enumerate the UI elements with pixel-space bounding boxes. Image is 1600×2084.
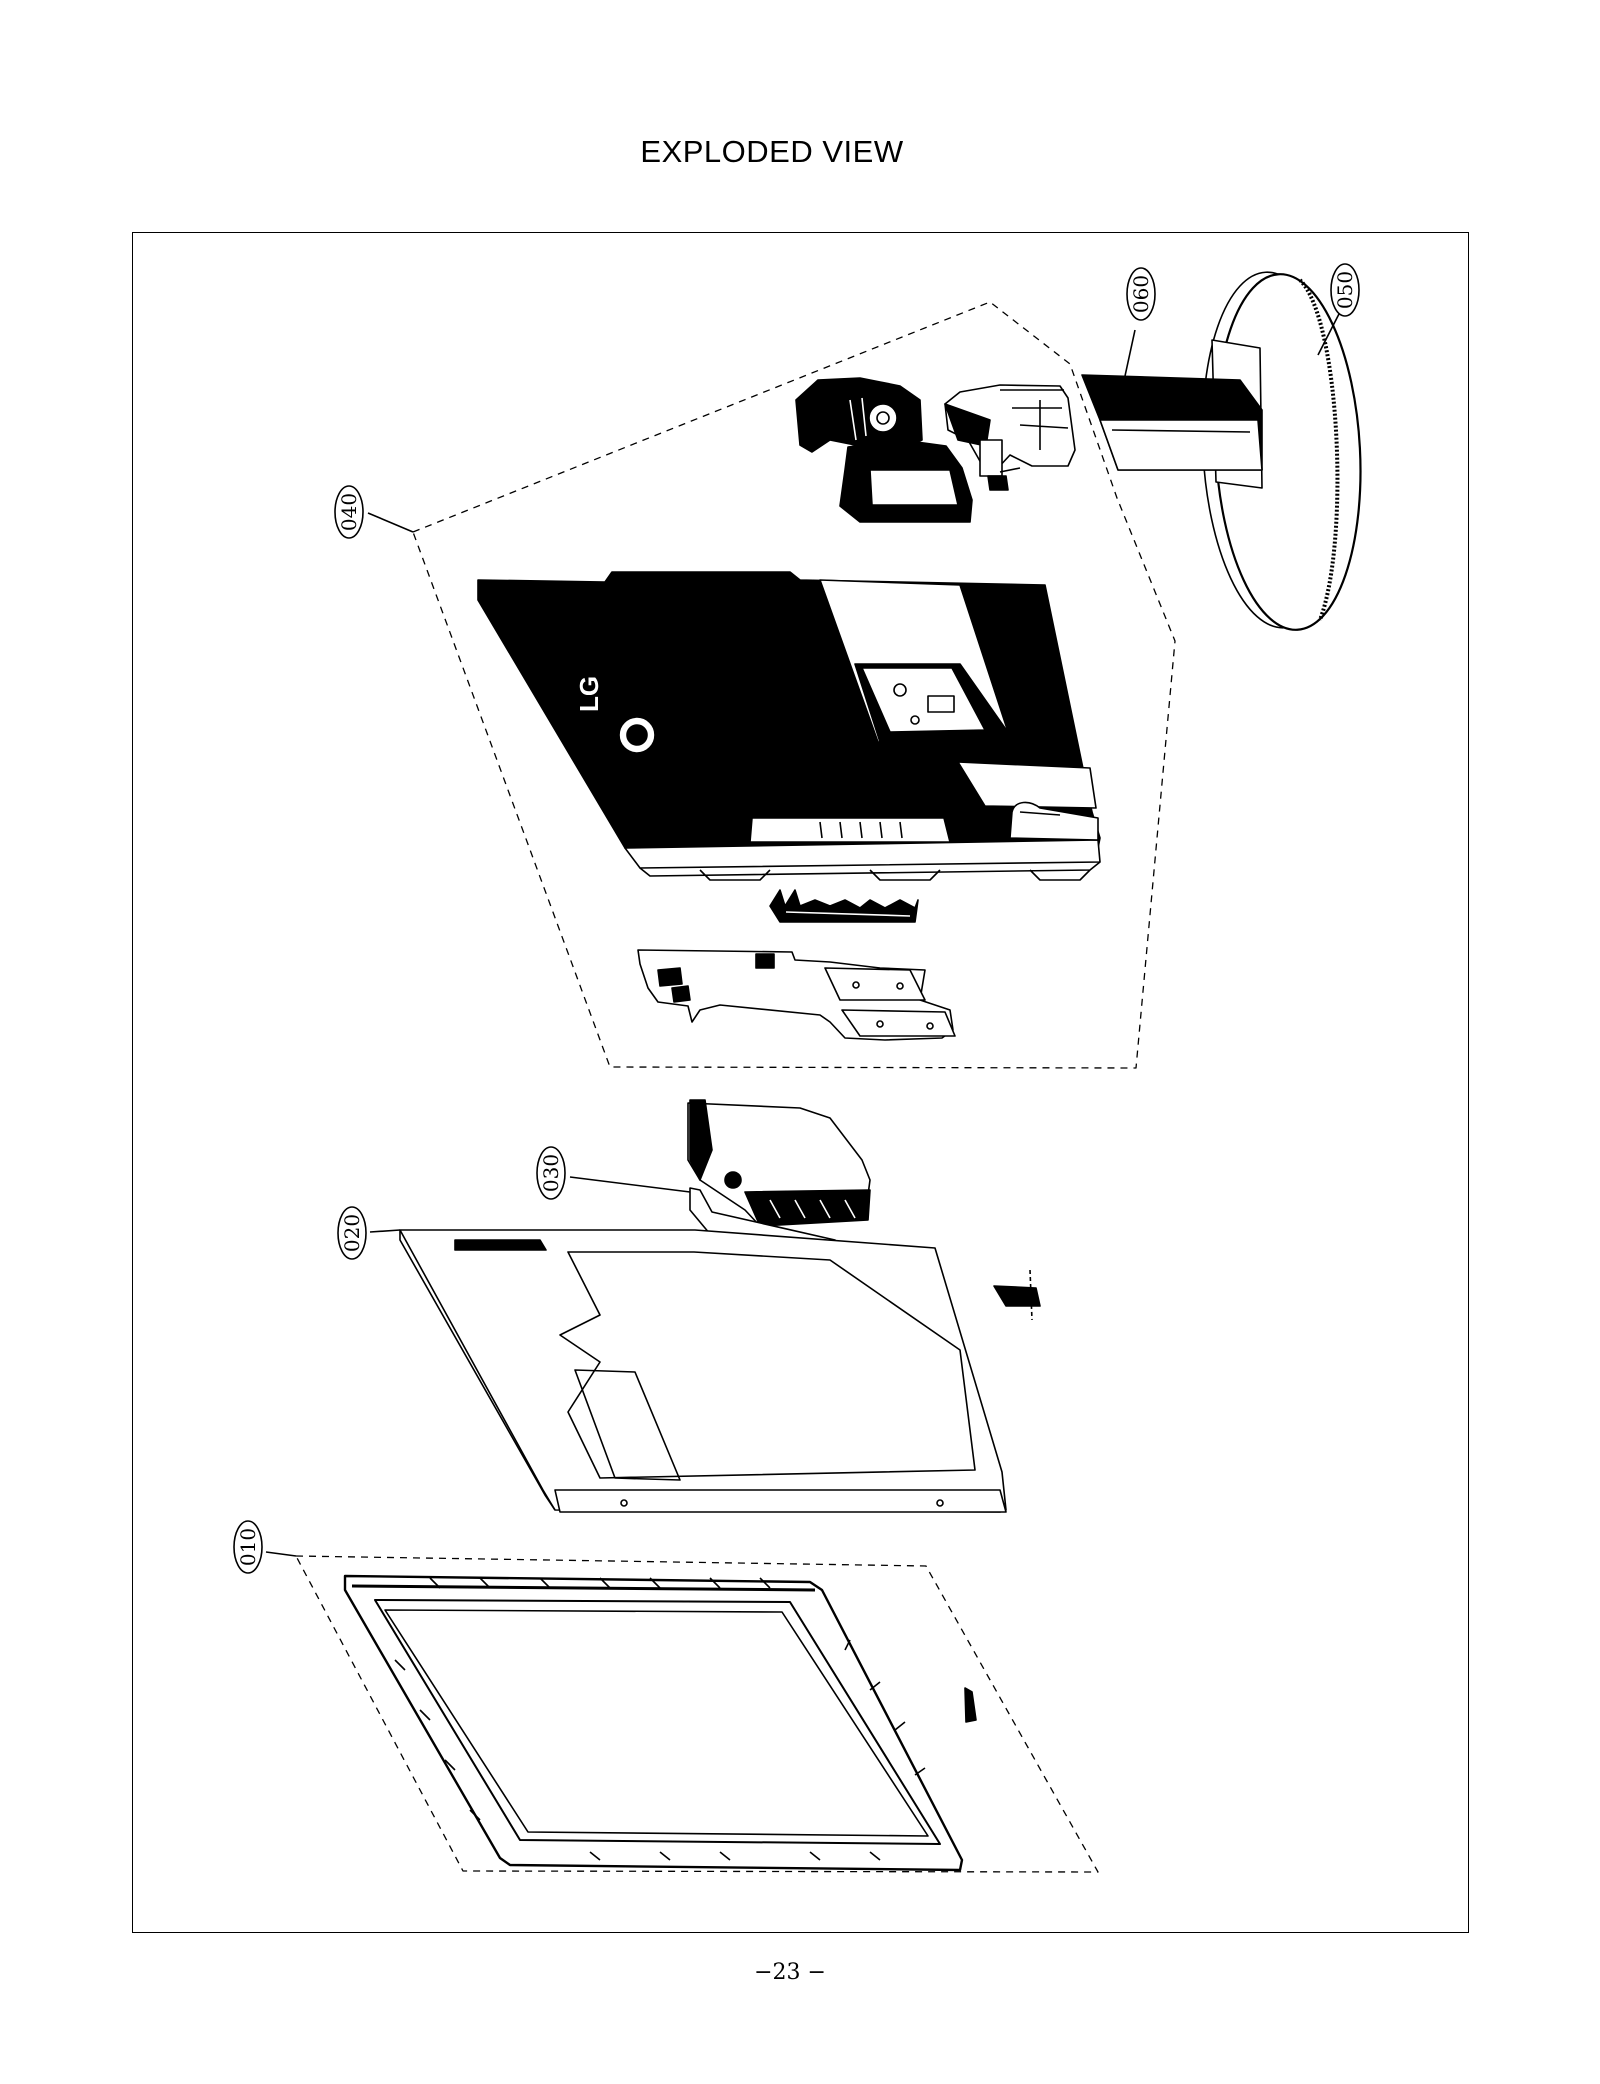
group-010-boundary xyxy=(295,1555,1099,1873)
connector-strip xyxy=(769,889,919,923)
stand-neck xyxy=(1081,374,1263,471)
callout-010: 010 xyxy=(233,1520,263,1574)
hinge-assembly xyxy=(795,377,1076,523)
lg-logo: LG xyxy=(574,676,604,712)
callout-040: 040 xyxy=(334,485,364,539)
callout-020: 020 xyxy=(337,1206,367,1260)
back-cover xyxy=(477,571,1101,881)
callout-030-label: 030 xyxy=(539,1154,563,1192)
callout-060: 060 xyxy=(1126,267,1156,321)
callout-050: 050 xyxy=(1330,263,1360,317)
diagram-frame xyxy=(132,232,1469,1933)
leader-030 xyxy=(569,1176,691,1193)
page-title: EXPLODED VIEW xyxy=(640,134,904,169)
group-040-boundary xyxy=(412,301,1176,1069)
leader-020 xyxy=(369,1229,401,1233)
front-bezel xyxy=(343,1574,977,1872)
callout-020-label: 020 xyxy=(340,1214,364,1252)
leader-010 xyxy=(265,1551,297,1557)
callout-050-label: 050 xyxy=(1333,271,1357,309)
rear-frame xyxy=(399,1229,1007,1513)
page-number: −23 − xyxy=(754,1960,826,1985)
callout-010-label: 010 xyxy=(236,1528,260,1566)
control-key xyxy=(1009,801,1099,841)
callout-040-label: 040 xyxy=(337,493,361,531)
leader-060 xyxy=(1124,329,1136,377)
callout-060-label: 060 xyxy=(1129,275,1153,313)
leader-050 xyxy=(1317,311,1341,356)
small-bracket xyxy=(993,1269,1041,1321)
leader-040 xyxy=(367,512,414,533)
callout-030: 030 xyxy=(536,1146,566,1200)
mounting-bracket xyxy=(637,949,956,1041)
